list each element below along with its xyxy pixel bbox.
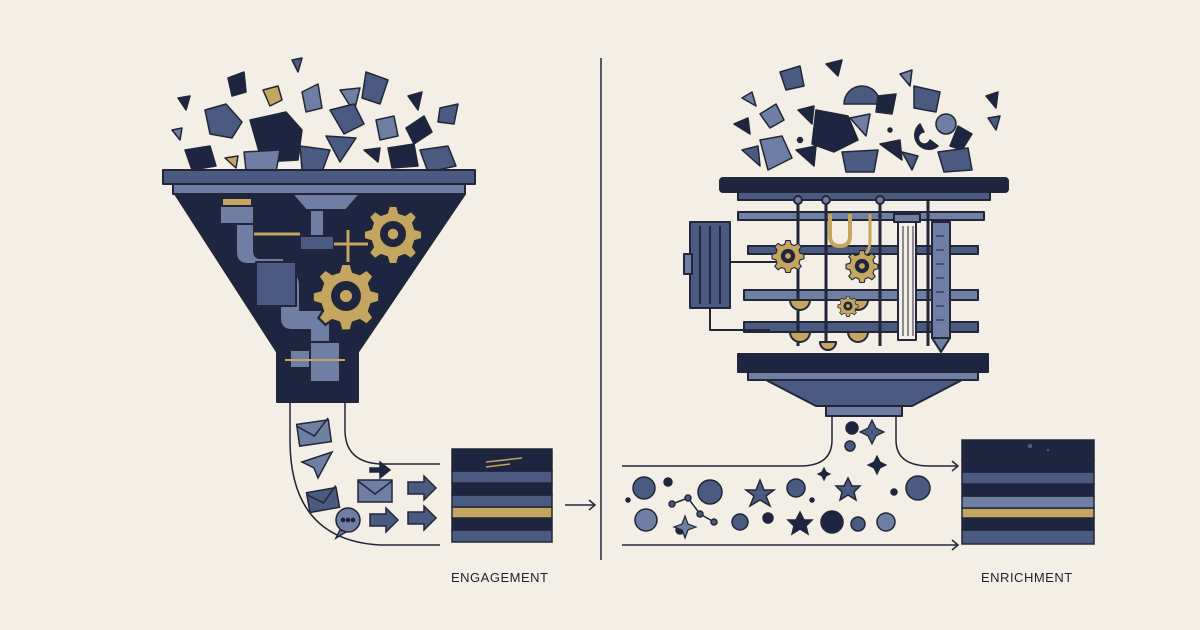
- gear-icon: [771, 240, 805, 274]
- funnel-machine: [162, 169, 476, 403]
- gear-icon: [363, 205, 423, 265]
- particle-stream: [625, 421, 931, 535]
- arrow-right-icon: [369, 460, 438, 534]
- chat-bubble-icon: [334, 507, 361, 540]
- envelope-icon: [295, 417, 333, 447]
- data-stack-right: [961, 439, 1095, 545]
- gear-icon: [845, 250, 879, 284]
- node-graph-icon: [668, 494, 718, 526]
- processing-machine: [683, 177, 1009, 417]
- gear-icon: [311, 262, 381, 332]
- data-stack-left: [451, 448, 553, 543]
- gear-icon: [837, 295, 859, 317]
- label-engagement: ENGAGEMENT: [451, 570, 549, 585]
- sparkle-icon: [672, 418, 888, 540]
- paper-plane-icon: [300, 450, 334, 480]
- envelope-icon: [357, 479, 393, 503]
- debris-shards-right: [733, 59, 1001, 173]
- label-enrichment: ENRICHMENT: [981, 570, 1073, 585]
- flow-lines-right: [622, 416, 960, 551]
- star-icon: [743, 476, 862, 536]
- connector-arrow: [565, 499, 597, 511]
- debris-shards-left: [171, 57, 459, 173]
- envelope-icon: [305, 485, 341, 514]
